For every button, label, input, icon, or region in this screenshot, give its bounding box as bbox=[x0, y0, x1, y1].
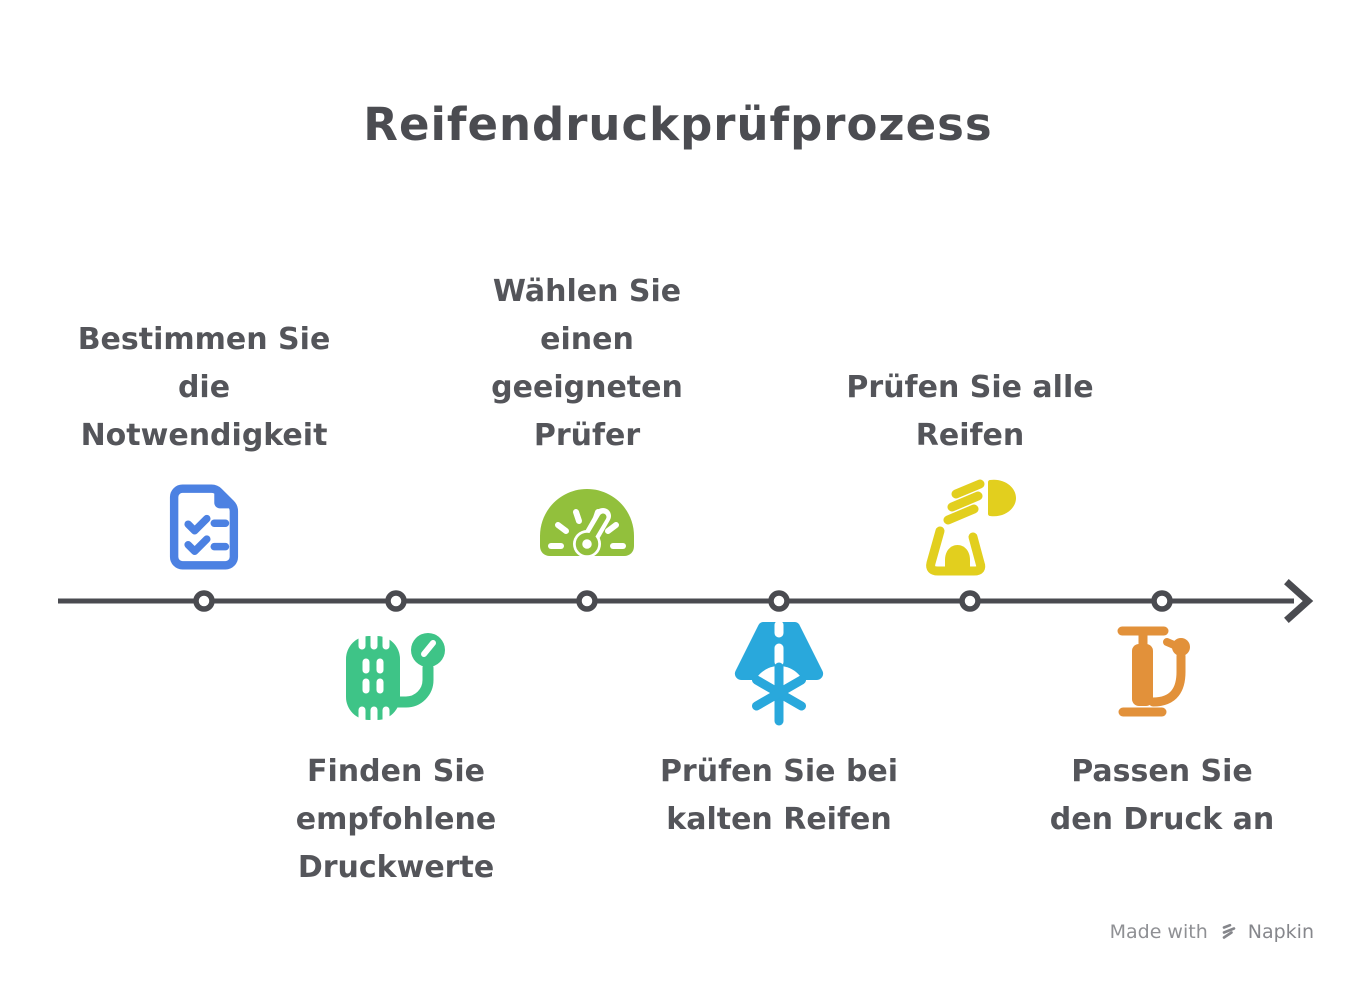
tire-pressure-gauge-icon bbox=[340, 622, 452, 734]
timeline-node bbox=[959, 590, 981, 612]
made-with-label: Made with bbox=[1109, 921, 1208, 943]
step-label: Prüfen Sie bei kalten Reifen bbox=[659, 754, 899, 837]
speedometer-icon bbox=[537, 486, 637, 560]
cold-road-snowflake-icon bbox=[727, 617, 832, 729]
timeline-axis bbox=[58, 579, 1314, 623]
step-label: Bestimmen Sie die Notwendigkeit bbox=[77, 322, 331, 453]
timeline-node bbox=[1151, 590, 1173, 612]
brand-label: Napkin bbox=[1247, 921, 1314, 943]
headlight-beam-icon bbox=[920, 476, 1020, 586]
step-label: Finden Sie empfohlene Druckwerte bbox=[295, 754, 497, 885]
made-with-napkin-credit: Made with Napkin bbox=[1110, 921, 1314, 943]
step-label: Passen Sie den Druck an bbox=[1049, 754, 1275, 837]
arrow-right-icon bbox=[1284, 579, 1314, 623]
napkin-logo-icon bbox=[1217, 921, 1239, 943]
timeline-node bbox=[576, 590, 598, 612]
timeline-node bbox=[193, 590, 215, 612]
step-label: Prüfen Sie alle Reifen bbox=[846, 370, 1094, 453]
timeline-node bbox=[768, 590, 790, 612]
checklist-document-icon bbox=[162, 480, 246, 574]
step-label: Wählen Sie einen geeigneten Prüfer bbox=[491, 274, 683, 453]
timeline-node bbox=[385, 590, 407, 612]
page-title: Reifendruckprüfprozess bbox=[363, 98, 993, 151]
air-pump-icon bbox=[1117, 622, 1207, 732]
